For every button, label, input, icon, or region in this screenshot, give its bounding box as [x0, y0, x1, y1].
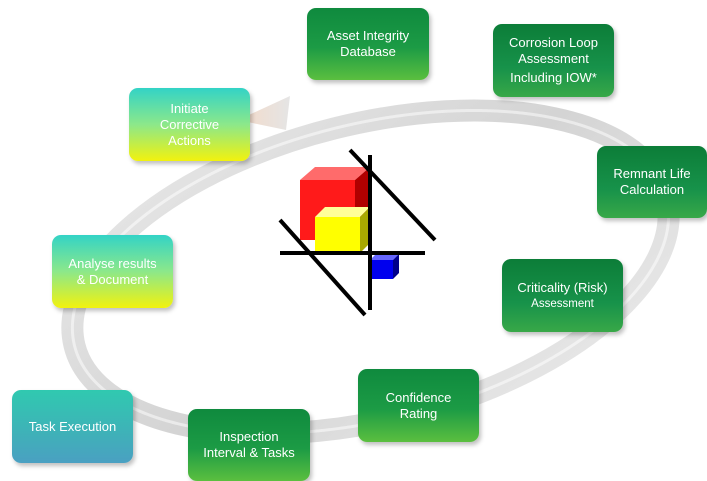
step-label: Rating: [399, 405, 438, 421]
step-label: Criticality (Risk): [517, 279, 608, 295]
step-task-execution: Task Execution: [12, 390, 133, 463]
step-label: Assessment: [531, 297, 594, 310]
step-label: Interval & Tasks: [203, 445, 295, 460]
step-label: Assessment: [518, 51, 589, 66]
step-label: & Document: [76, 271, 149, 287]
step-asset-integrity-database: Asset Integrity Database: [307, 8, 429, 80]
step-label: Analyse results: [68, 255, 157, 271]
step-label: Task Execution: [28, 418, 117, 434]
step-corrosion-loop-assessment: Corrosion Loop Assessment Including IOW*: [493, 24, 614, 97]
step-remnant-life-calculation: Remnant Life Calculation: [597, 146, 707, 218]
step-label: Corrective: [159, 116, 220, 132]
step-label: Calculation: [619, 182, 685, 197]
step-initiate-corrective-actions: Initiate Corrective Actions: [129, 88, 250, 161]
step-criticality-assessment: Criticality (Risk) Assessment: [502, 259, 623, 332]
step-label: Corrosion Loop: [509, 35, 598, 50]
step-label: Inspection: [219, 429, 279, 444]
step-label: Initiate: [170, 100, 209, 116]
step-label: Actions: [168, 132, 211, 148]
step-label: Remnant Life: [613, 166, 691, 181]
step-label: Confidence: [385, 389, 452, 405]
step-label: Asset Integrity: [326, 28, 410, 43]
step-label: Database: [340, 44, 396, 59]
step-inspection-interval-tasks: Inspection Interval & Tasks: [188, 409, 310, 481]
step-analyse-results: Analyse results & Document: [52, 235, 173, 308]
step-label: Including IOW*: [510, 70, 597, 85]
center-logo: [278, 148, 437, 317]
step-confidence-rating: Confidence Rating: [358, 369, 479, 442]
